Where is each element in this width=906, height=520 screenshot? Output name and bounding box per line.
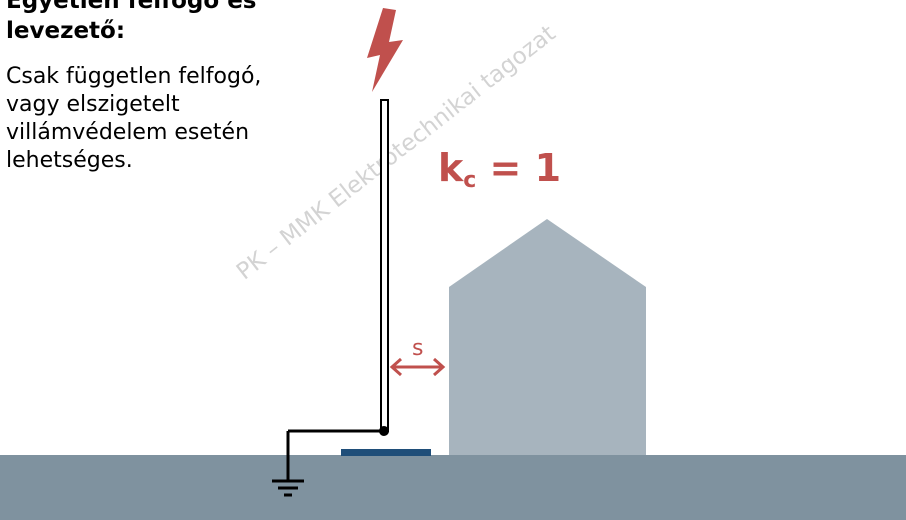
separation-distance-arrow	[389, 357, 446, 377]
description-text: Csak független felfogó, vagy elszigetelt…	[6, 64, 262, 173]
air-termination-rod	[380, 99, 389, 432]
coefficient-value: = 1	[476, 146, 562, 190]
earthing-plate	[341, 449, 431, 456]
ground-symbol-icon	[272, 479, 304, 497]
coefficient-subscript: c	[463, 168, 477, 193]
coefficient-label: kc = 1	[438, 146, 561, 203]
coefficient-symbol: k	[438, 146, 464, 190]
down-conductor	[286, 429, 384, 481]
building	[449, 219, 646, 455]
ground	[0, 455, 906, 520]
lightning-bolt-icon	[367, 8, 403, 92]
separation-distance-label: s	[412, 336, 423, 361]
connection-node	[379, 426, 389, 436]
title-heading: Egyetlen felfogó és levezető:	[6, 0, 257, 44]
